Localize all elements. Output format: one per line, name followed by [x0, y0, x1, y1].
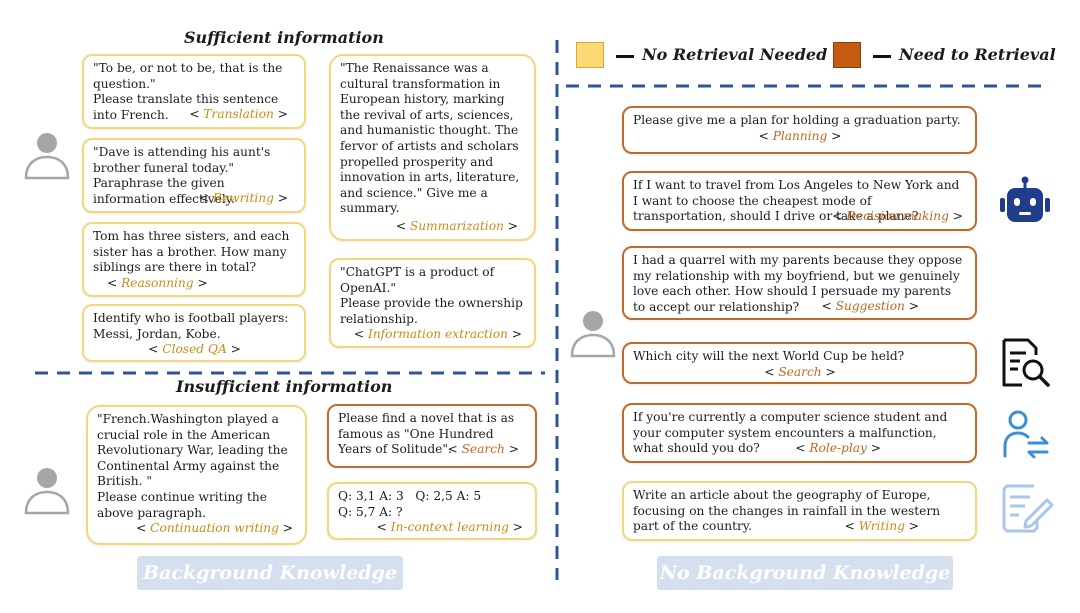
prompt-box-in-context-learning: Q: 3,1 A: 3 Q: 2,5 A: 5 Q: 5,7 A: ? < In… — [327, 482, 537, 540]
task-tag-label: Planning — [772, 128, 828, 143]
task-tag-label: Summarization — [409, 218, 504, 233]
task-tag-label: Closed QA — [162, 342, 227, 357]
task-tag: < Search > — [447, 441, 519, 456]
legend-dash — [873, 55, 891, 58]
task-tag: < Translation > — [189, 107, 288, 122]
prompt-text: "The Renaissance was a cultural transfor… — [340, 61, 520, 216]
background-knowledge-label: Background Knowledge — [137, 556, 403, 590]
prompt-box-rewriting: "Dave is attending his aunt's brother fu… — [82, 138, 306, 213]
prompt-text: Please give me a plan for holding a grad… — [633, 113, 961, 127]
sufficient-information-title: Sufficient information — [184, 28, 384, 47]
task-tag-label: Reasonning — [121, 275, 194, 290]
prompt-text: Write an article about the geography of … — [633, 488, 941, 534]
task-tag-label: In-context learning — [390, 520, 509, 535]
task-tag-label: Writing — [858, 518, 905, 533]
prompt-box-planning: Please give me a plan for holding a grad… — [622, 106, 977, 154]
prompt-box-summarization: "The Renaissance was a cultural transfor… — [329, 54, 536, 241]
task-tag: < Search > — [764, 364, 836, 379]
task-tag-label: Translation — [203, 107, 274, 122]
prompt-box-continuation-writing: "French.Washington played a crucial role… — [86, 405, 307, 545]
task-tag-label: Search — [778, 364, 822, 379]
task-tag: < Role-play > — [795, 440, 881, 455]
task-tag: < Summarization > — [395, 218, 518, 233]
prompt-box-reasoning: Tom has three sisters, and each sister h… — [82, 222, 306, 297]
task-tag-label: Suggestion — [835, 299, 905, 314]
task-tag: < Continuation writing > — [136, 521, 293, 536]
task-tag-label: Continuation writing — [150, 521, 279, 536]
prompt-text: I had a quarrel with my parents because … — [633, 253, 963, 314]
prompt-text: "ChatGPT is a product of OpenAI." Please… — [340, 265, 523, 326]
prompt-box-translation: "To be, or not to be, that is the questi… — [82, 54, 306, 129]
legend-label-no-retrieval: No Retrieval Needed — [642, 45, 828, 64]
insufficient-information-title: Insufficient information — [176, 377, 393, 396]
task-tag: < Information extraction > — [353, 327, 522, 342]
document-edit-icon — [1002, 484, 1054, 533]
prompt-text: Identify who is football players: Messi,… — [93, 311, 289, 341]
prompt-text: Q: 3,1 A: 3 Q: 2,5 A: 5 Q: 5,7 A: ? — [338, 489, 482, 519]
prompt-box-search: Please find a novel that is as famous as… — [327, 404, 537, 468]
task-tag-label: Decision making — [846, 208, 949, 223]
legend-swatch-no-retrieval — [576, 42, 604, 68]
task-tag: < Closed QA > — [148, 342, 241, 357]
legend-dash — [616, 55, 634, 58]
user-icon — [570, 311, 616, 358]
prompt-box-decision-making: If I want to travel from Los Angeles to … — [622, 171, 977, 231]
prompt-text: "French.Washington played a crucial role… — [97, 412, 288, 520]
task-tag: < Rewriting > — [198, 191, 288, 206]
task-tag: < Planning > — [758, 128, 842, 143]
prompt-text: If you're currently a computer science s… — [633, 410, 948, 456]
document-search-icon — [1002, 338, 1050, 387]
robot-icon — [1000, 176, 1050, 222]
prompt-text: Tom has three sisters, and each sister h… — [93, 229, 290, 275]
prompt-box-information-extraction: "ChatGPT is a product of OpenAI." Please… — [329, 258, 536, 348]
task-tag-label: Role-play — [809, 440, 867, 455]
user-icon — [24, 133, 70, 180]
prompt-box-closed-qa: Identify who is football players: Messi,… — [82, 304, 306, 362]
legend-swatch-need-retrieval — [833, 42, 861, 68]
task-tag: < Suggestion > — [821, 299, 919, 314]
prompt-box-suggestion: I had a quarrel with my parents because … — [622, 246, 977, 320]
task-tag: < In-context learning > — [376, 520, 523, 535]
prompt-text: Please find a novel that is as famous as… — [338, 411, 515, 457]
task-tag-label: Rewriting — [212, 191, 274, 206]
task-tag: < Writing > — [844, 518, 919, 533]
prompt-box-search-world-cup: Which city will the next World Cup be he… — [622, 342, 977, 384]
user-icon — [24, 468, 70, 515]
task-tag-label: Information extraction — [368, 327, 508, 342]
legend-label-need-retrieval: Need to Retrieval — [899, 45, 1056, 64]
task-tag-label: Search — [461, 441, 505, 456]
prompt-text: Which city will the next World Cup be he… — [633, 349, 905, 363]
no-background-knowledge-label: No Background Knowledge — [657, 556, 953, 590]
prompt-box-writing: Write an article about the geography of … — [622, 481, 977, 541]
prompt-text: "Dave is attending his aunt's brother fu… — [93, 145, 271, 206]
prompt-box-role-play: If you're currently a computer science s… — [622, 403, 977, 463]
prompt-text: If I want to travel from Los Angeles to … — [633, 178, 960, 224]
prompt-text: "To be, or not to be, that is the questi… — [93, 61, 283, 122]
task-tag: < Reasonning > — [107, 275, 208, 290]
user-swap-icon — [1003, 410, 1049, 459]
task-tag: < Decision making > — [832, 208, 963, 223]
